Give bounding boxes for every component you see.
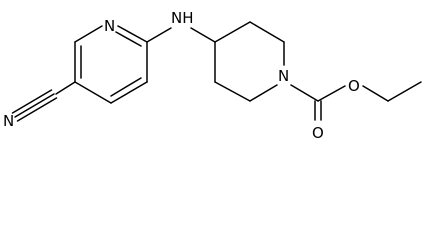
nitrile-triple-bond-b bbox=[16, 97, 58, 122]
pyridine-ring bbox=[74, 25, 148, 104]
ethyl-carbamate-group bbox=[290, 81, 422, 121]
carbonyl-to-ester-o-bond bbox=[317, 85, 346, 102]
nitrile-carbon-ring-bond bbox=[55, 81, 76, 95]
pyridine-bond-c3-c4b bbox=[110, 81, 148, 104]
piperidine-bond-c3-c2 bbox=[249, 21, 285, 43]
pyridine-nitrogen-label: N bbox=[104, 17, 115, 35]
ring-to-nh-bond bbox=[146, 27, 172, 43]
piperidine-ring bbox=[214, 21, 285, 102]
nitrile-group bbox=[11, 81, 76, 122]
nitrile-triple-bond-c bbox=[11, 89, 53, 114]
piperidine-nitrogen-label: N bbox=[278, 67, 289, 85]
pyridine-bond-n-c2 bbox=[117, 25, 148, 43]
piperidine-bond-c6-c5 bbox=[214, 81, 251, 102]
ester-oxygen-label: O bbox=[348, 77, 360, 95]
molecule-diagram: N N NH N O O bbox=[3, 9, 422, 142]
pyridine-bond-c4-n bbox=[74, 25, 103, 43]
ester-o-to-ch2-bond bbox=[362, 85, 389, 102]
nh-to-piperidine-bond bbox=[190, 27, 216, 43]
amine-linker bbox=[146, 27, 216, 43]
pyridine-bond-n-c2-inner bbox=[115, 31, 142, 47]
piperidine-bond-n-c6 bbox=[249, 84, 278, 102]
nitrile-nitrogen-label: N bbox=[3, 112, 14, 130]
nitrile-triple-bond-a bbox=[14, 93, 55, 118]
pyridine-bond-c3-c4b-inner bbox=[110, 77, 142, 97]
piperidine-bond-c4-c3 bbox=[214, 21, 251, 43]
carbonyl-oxygen-label: O bbox=[312, 124, 324, 142]
pyridine-bond-c4b-c5 bbox=[74, 81, 112, 104]
amine-nh-label: NH bbox=[171, 9, 194, 27]
n-to-carbonyl-bond bbox=[290, 84, 319, 102]
ch2-to-ch3-bond bbox=[387, 81, 422, 102]
